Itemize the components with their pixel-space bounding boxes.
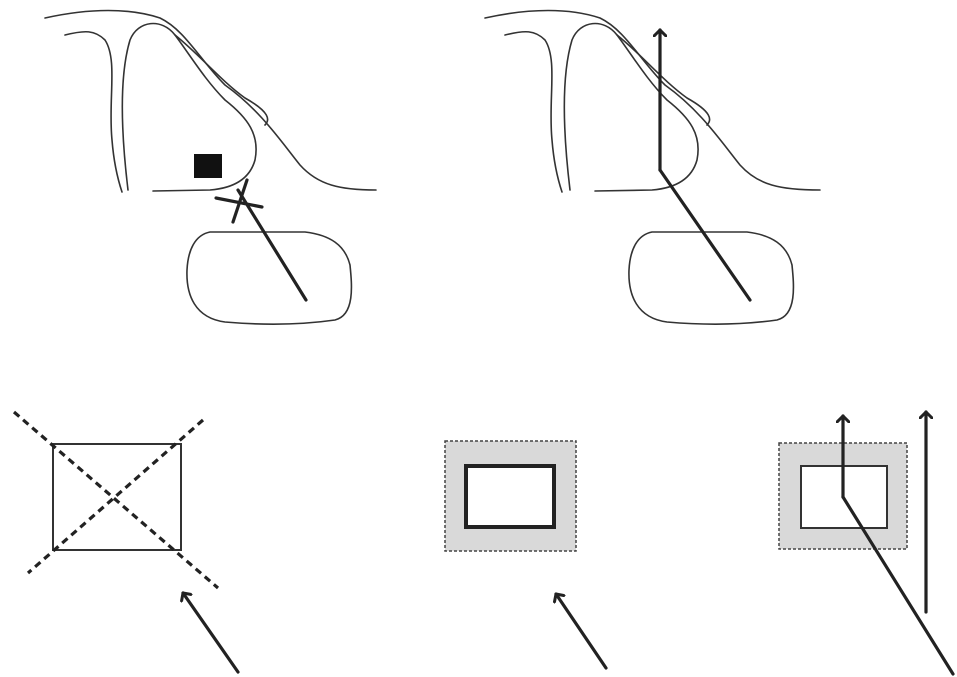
target-box <box>464 464 556 529</box>
panel-bottom-right <box>778 410 955 676</box>
needle-path <box>658 168 752 302</box>
upper-contour <box>616 34 711 126</box>
needle-path <box>236 188 308 302</box>
outer-contour <box>484 9 821 191</box>
target-box <box>52 443 182 551</box>
panel-bottom-middle <box>444 440 608 670</box>
inner-contour-left <box>64 30 123 193</box>
outer-contour <box>44 9 377 191</box>
panel-top-left <box>44 9 377 325</box>
lobe-contour <box>563 22 699 192</box>
blocked-cross-mark <box>214 178 264 224</box>
panel-bottom-left <box>12 410 240 674</box>
anatomy-outline <box>44 9 377 325</box>
upper-contour <box>174 34 269 126</box>
lower-chamber <box>186 231 353 325</box>
lobe-contour <box>121 22 257 192</box>
dashed-cross <box>12 410 220 590</box>
inner-contour-left <box>504 30 563 193</box>
lower-chamber <box>628 231 795 325</box>
target-lesion <box>194 154 222 178</box>
panel-top-right <box>484 9 821 325</box>
anatomy-outline <box>484 9 821 325</box>
approach-arrow <box>556 592 608 670</box>
approach-arrow <box>183 591 240 674</box>
angled-path <box>841 495 955 676</box>
